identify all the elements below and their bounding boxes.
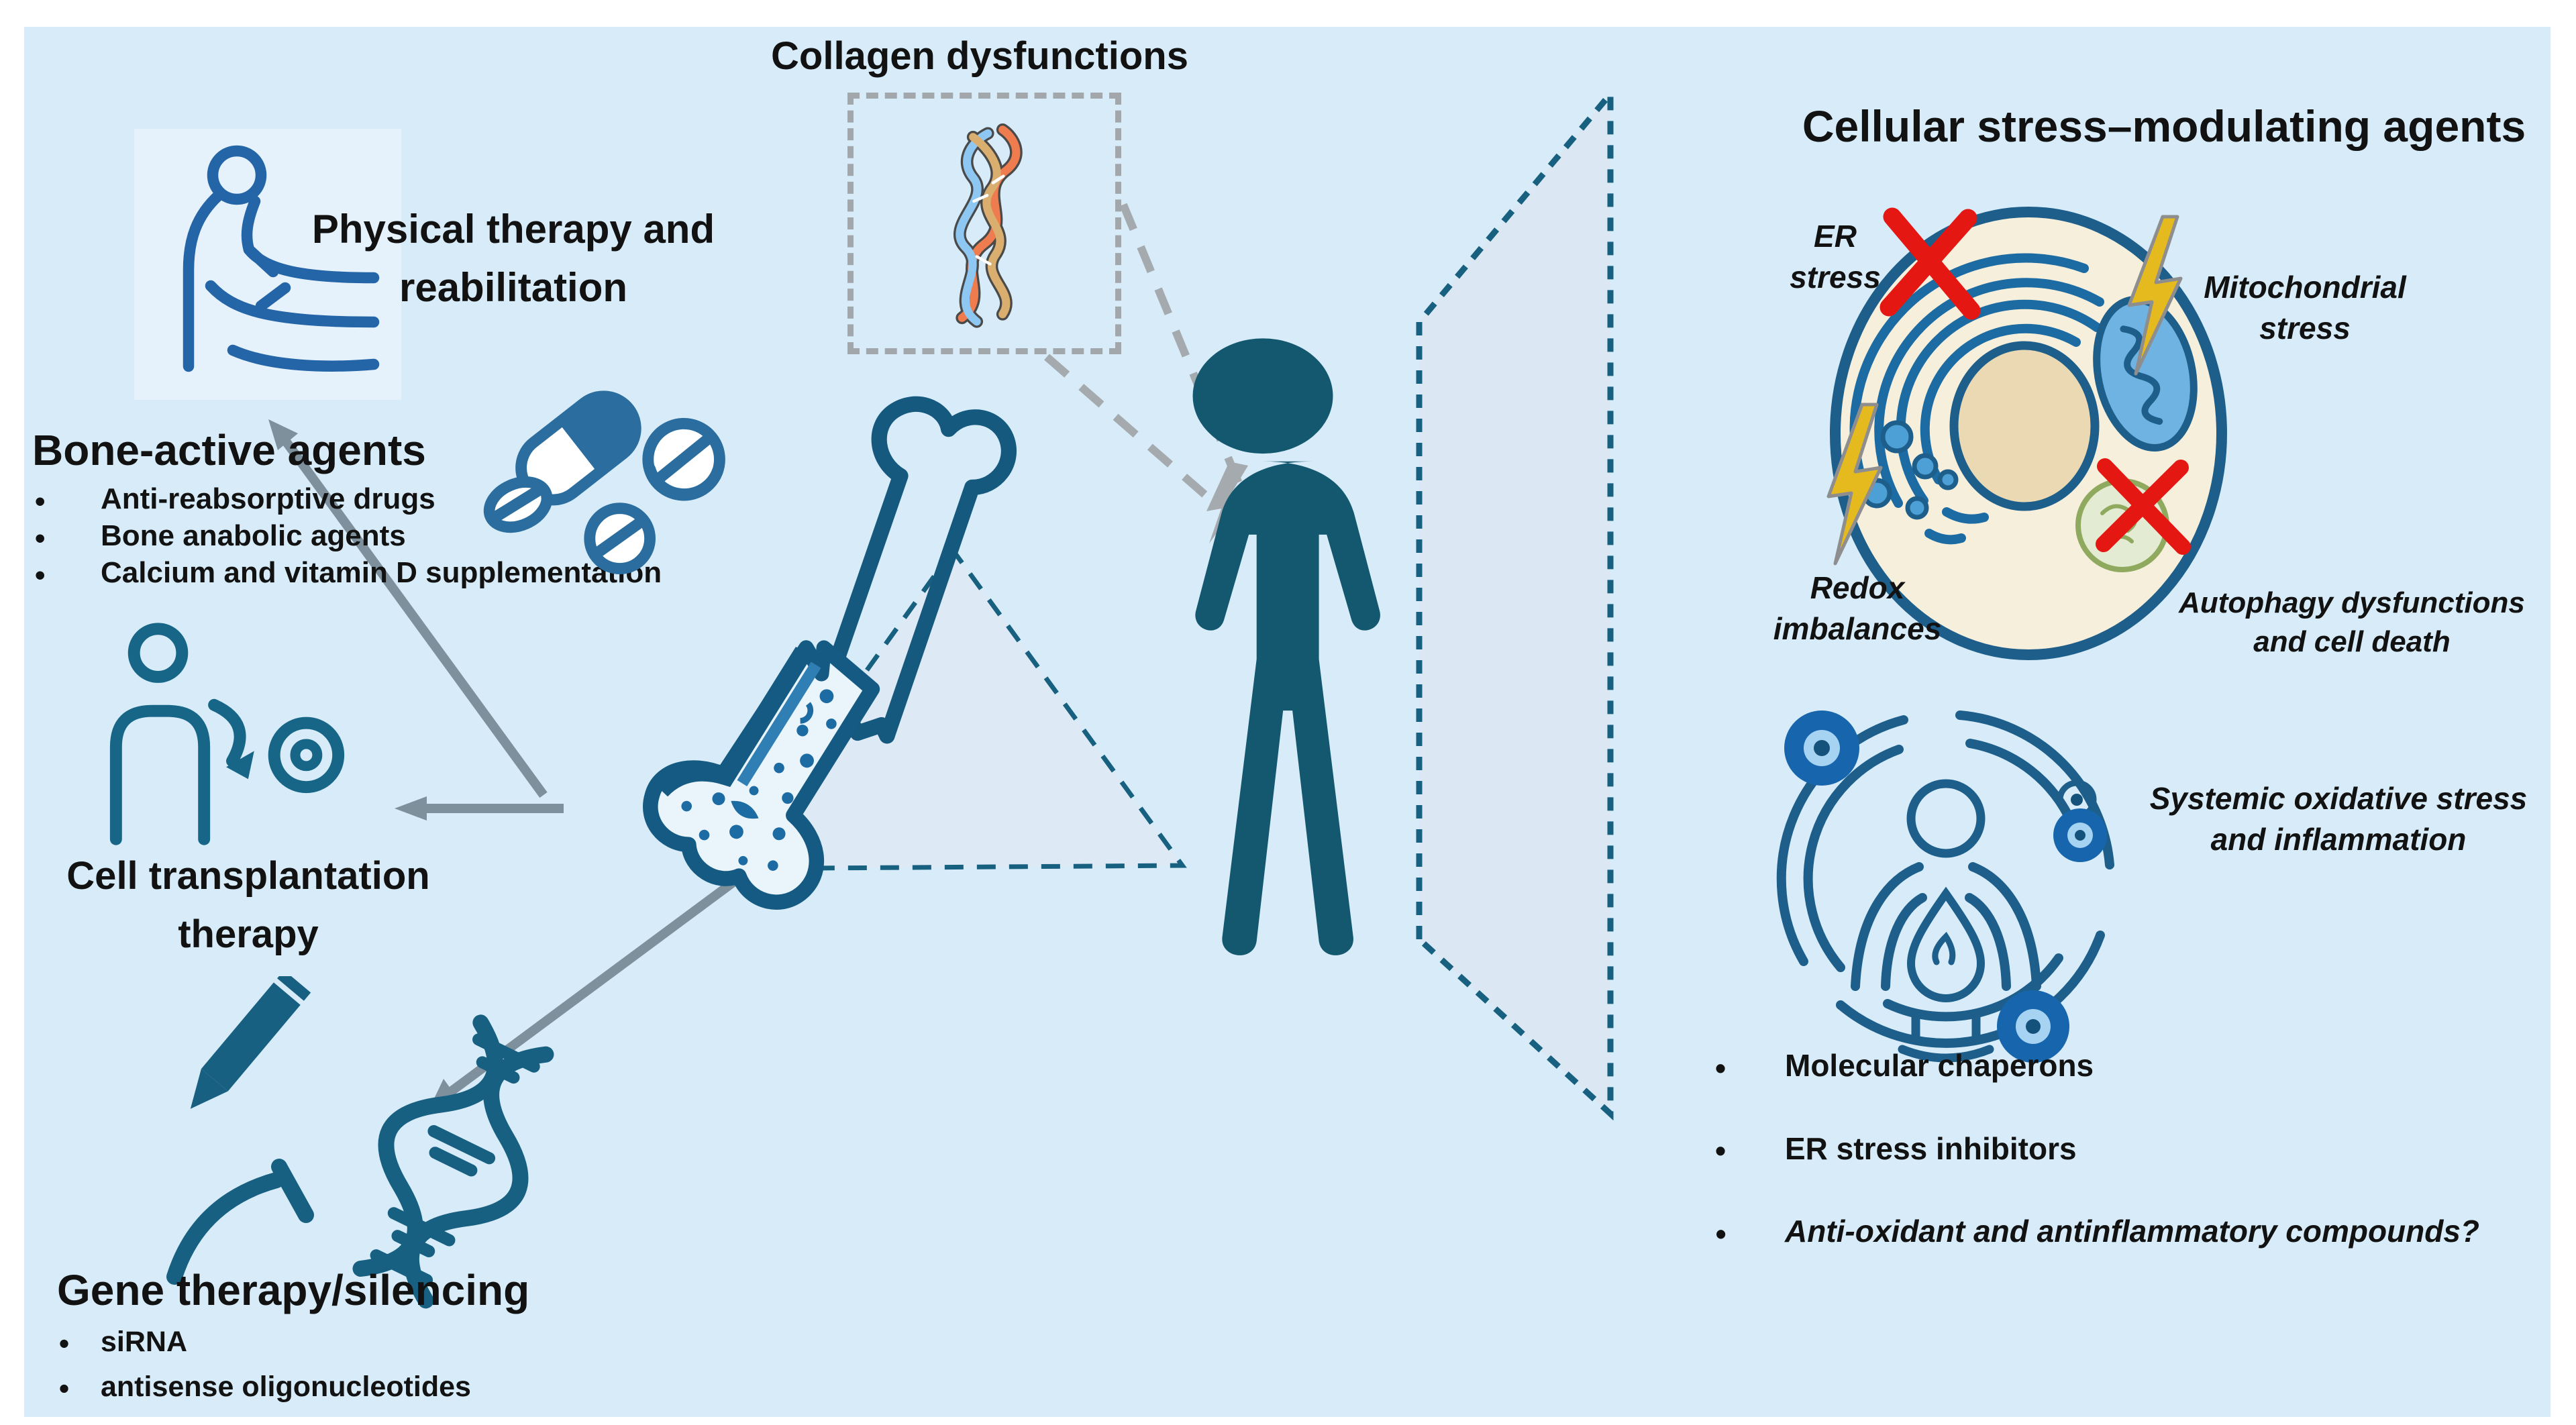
- collagen-connector-lines: [1044, 203, 1245, 505]
- right-panel-bullets: •Molecular chaperons •ER stress inhibito…: [1715, 1047, 2479, 1251]
- redox-bolt-icon: [1826, 403, 1883, 566]
- fractured-bone-icon: [643, 640, 880, 910]
- er-stress-label: ER stress: [1790, 219, 1881, 295]
- collagen-helix-icon: [954, 123, 1023, 328]
- list-item: •siRNA: [59, 1326, 188, 1361]
- physical-therapy-title: Physical therapy and reabilitation: [311, 207, 715, 310]
- physical-therapy-icon: [183, 145, 380, 372]
- right-panel-title: Cellular stress–modulating agents: [1802, 101, 2526, 151]
- collagen-dashed-box: [847, 93, 1121, 354]
- cell-transplant-icon: [109, 623, 345, 845]
- stressed-cell-diagram: [1826, 207, 2227, 660]
- systemic-stress-label: Systemic oxidative stress and inflammati…: [2149, 781, 2528, 857]
- list-item: •antisense oligonucleotides: [59, 1370, 471, 1406]
- nucleus: [1949, 341, 2100, 511]
- cell-marker: [1784, 710, 2107, 1063]
- er-stress-cross-icon: [1879, 207, 1981, 320]
- list-item: •ER stress inhibitors: [1715, 1130, 2077, 1169]
- list-item: •Molecular chaperons: [1715, 1048, 2094, 1086]
- dashed-parallelogram: [1416, 85, 1614, 1121]
- pills-icon: [483, 390, 725, 574]
- list-item: •Calcium and vitamin D supplementation: [35, 556, 662, 592]
- mitochondrial-stress-label: Mitochondrial stress: [2204, 270, 2406, 346]
- bone-agents-bullets: •Anti-reabsorptive drugs •Bone anabolic …: [35, 480, 662, 592]
- gene-therapy-bullets: •siRNA •antisense oligonucleotides: [59, 1324, 471, 1406]
- collagen-label: Collagen dysfunctions: [771, 34, 1188, 78]
- gene-therapy-heading: Gene therapy/silencing: [57, 1266, 530, 1314]
- list-item: •Anti-reabsorptive drugs: [35, 482, 435, 518]
- patient-silhouette: [1192, 338, 1380, 955]
- list-item: •Anti-oxidant and antinflammatory compou…: [1715, 1214, 2480, 1251]
- autophagy-cross-icon: [2096, 458, 2191, 555]
- er-stack: [1849, 253, 2104, 545]
- therapy-arrows: [268, 419, 768, 1108]
- cell-therapy-title: Cell transplantation therapy: [66, 854, 430, 956]
- list-item: •Bone anabolic agents: [35, 519, 406, 555]
- ros-vesicles: [1861, 420, 1959, 520]
- mito-stress-bolt-icon: [2127, 215, 2183, 376]
- redox-imbalances-label: Redox imbalances: [1773, 570, 1942, 646]
- bone-agents-heading: Bone-active agents: [32, 426, 426, 474]
- gene-therapy-icon: [166, 976, 554, 1309]
- autophagy-label: Autophagy dysfunctions and cell death: [2179, 586, 2525, 659]
- inflammation-icon: [1776, 710, 2114, 1063]
